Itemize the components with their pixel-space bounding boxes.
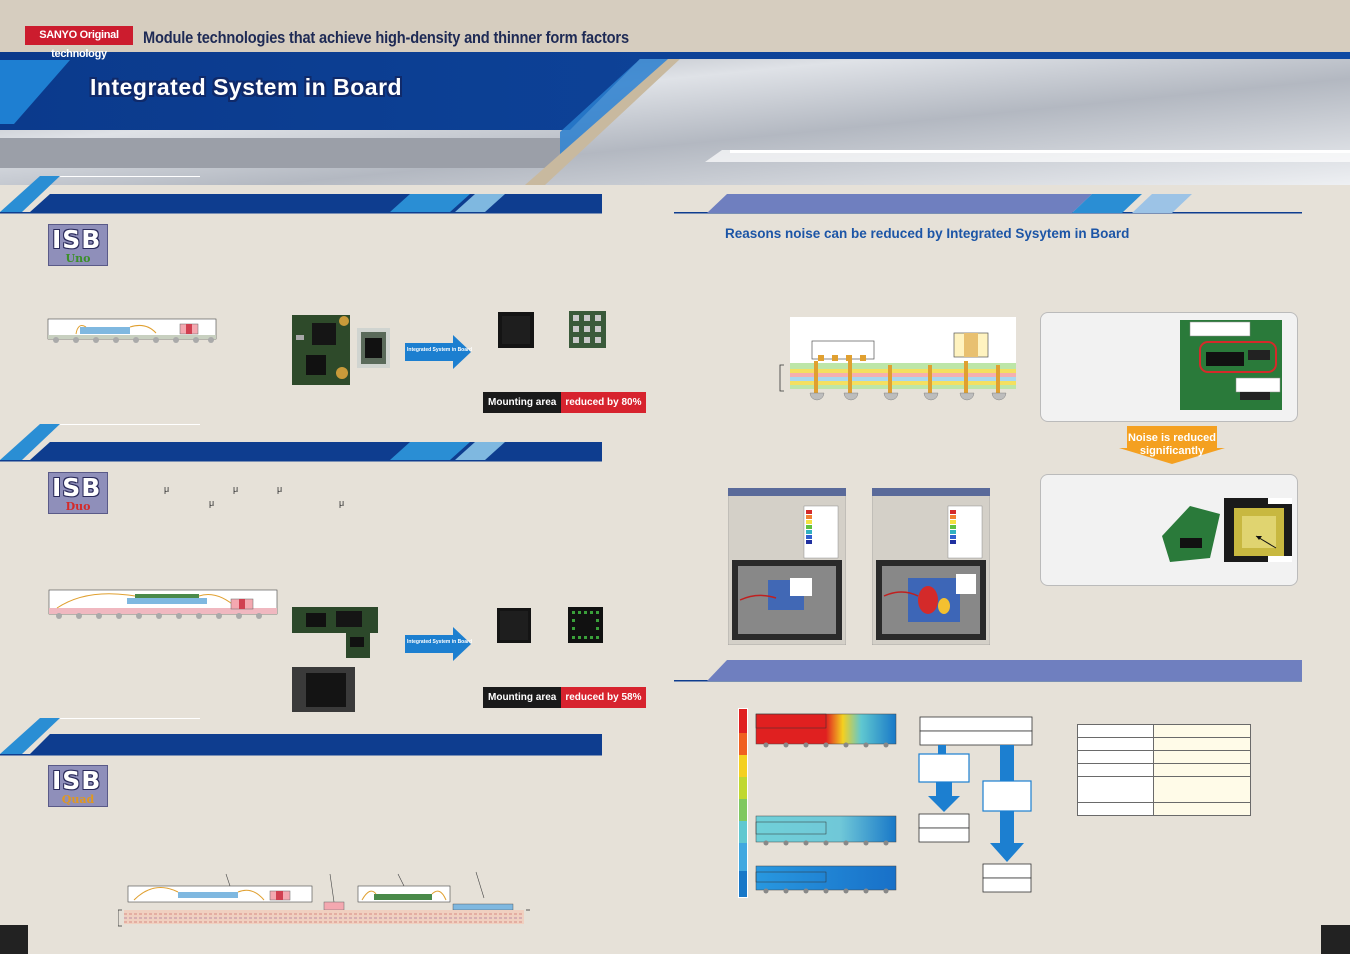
duo-mounting-area-label: Mounting area — [483, 687, 562, 708]
duo-before-board-photo — [292, 607, 378, 658]
section-bar-noise — [674, 194, 1302, 214]
isb-quad-logo: ISB Quad — [48, 765, 108, 807]
uno-isb-package-top-photo — [498, 312, 534, 348]
section-bar-quad — [0, 718, 602, 756]
section-bar-duo — [0, 424, 602, 462]
duo-micro-1: μ — [164, 484, 170, 494]
duo-before-ic-photo — [292, 667, 355, 712]
duo-micro-4: μ — [209, 498, 215, 508]
emi-measurement-screenshot-before — [728, 488, 846, 645]
duo-micro-5: μ — [339, 498, 345, 508]
duo-arrow — [405, 627, 471, 661]
thermal-flow-diagram — [918, 716, 1033, 893]
duo-arrow-label: Integrated System in Board — [407, 639, 473, 645]
noise-cross-section-diagram — [779, 317, 1016, 401]
page-top-title: Module technologies that achieve high-de… — [143, 28, 629, 47]
duo-arrow-label-box: Integrated System in Board — [405, 627, 473, 661]
duo-isb-package-top-photo — [497, 608, 531, 643]
duo-mounting-area-badge: Mounting area reduced by 58% — [483, 687, 646, 708]
noise-callout-arrow — [1119, 426, 1225, 464]
uno-reduction-label: reduced by 80% — [561, 392, 646, 413]
page-tab-right — [1321, 925, 1350, 954]
noise-callout-box: Noise is reduced significantly — [1119, 426, 1225, 464]
technology-badge: SANYO Original technology — [25, 26, 133, 60]
uno-mounting-area-label: Mounting area — [483, 392, 562, 413]
thermal-comparison-table — [1077, 724, 1251, 816]
duo-reduction-label: reduced by 58% — [561, 687, 646, 708]
noise-callout-text: Noise is reduced significantly — [1127, 432, 1217, 457]
hero-title: Integrated System in Board — [90, 74, 403, 100]
section-bar-thermal — [674, 660, 1302, 682]
duo-micro-2: μ — [233, 484, 239, 494]
duo-cross-section-diagram — [48, 589, 278, 619]
uno-cross-section-diagram — [47, 318, 217, 343]
uno-arrow — [405, 335, 471, 369]
header-banner — [0, 0, 1350, 185]
uno-mounting-area-badge: Mounting area reduced by 80% — [483, 392, 646, 413]
emi-measurement-screenshot-after — [872, 488, 990, 645]
uno-isb-package-bottom-photo — [569, 311, 606, 348]
duo-isb-package-bottom-photo — [568, 607, 603, 643]
section-bar-uno — [0, 176, 602, 214]
uno-before-board-photo — [292, 315, 350, 385]
after-board-photo — [1162, 498, 1292, 562]
isb-uno-logo: ISB Uno — [48, 224, 108, 266]
uno-before-module-photo — [357, 328, 390, 368]
uno-arrow-label-box: Integrated System in Board — [405, 335, 473, 369]
duo-micro-3: μ — [277, 484, 283, 494]
before-board-photo — [1180, 320, 1282, 410]
quad-cross-section-diagram — [118, 871, 530, 927]
page-tab-left — [0, 925, 28, 954]
thermal-simulation-diagram — [738, 708, 897, 898]
noise-reduction-heading: Reasons noise can be reduced by Integrat… — [725, 226, 1130, 241]
isb-duo-logo: ISB Duo — [48, 472, 108, 514]
uno-arrow-label: Integrated System in Board — [407, 347, 473, 353]
